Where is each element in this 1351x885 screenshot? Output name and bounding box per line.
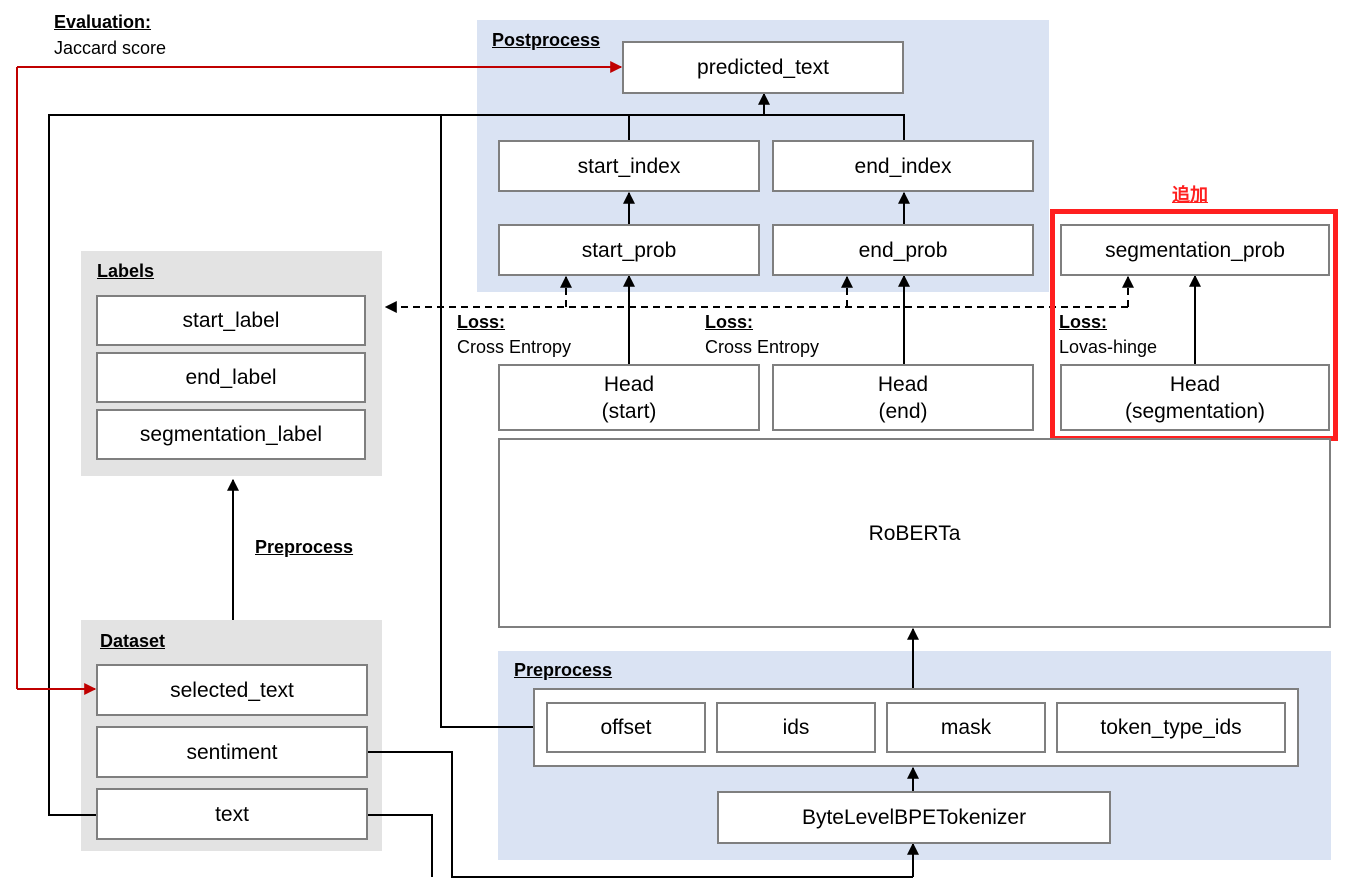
index-join-line [628, 114, 905, 140]
head-end-box: Head (end) [772, 364, 1034, 431]
head-start-line1: Head [603, 372, 655, 396]
end-index-box: end_index [772, 140, 1034, 192]
sentiment-box: sentiment [96, 726, 368, 778]
start-label-box: start_label [96, 295, 366, 346]
start-loss-name: Cross Entropy [457, 337, 572, 357]
end-prob-box: end_prob [772, 224, 1034, 276]
dataset-title: Dataset [100, 631, 166, 651]
preprocess-title: Preprocess [514, 660, 613, 680]
offset-to-predicted-line [440, 115, 533, 728]
head-segmentation-line1: Head [1169, 372, 1221, 396]
mask-box: mask [886, 702, 1046, 753]
head-end-line1: Head [877, 372, 929, 396]
evaluation-metric: Jaccard score [54, 38, 167, 58]
added-label: 追加 [1172, 185, 1208, 205]
tokenizer-box: ByteLevelBPETokenizer [717, 791, 1111, 844]
labels-title: Labels [97, 261, 155, 281]
sentiment-to-tokenizer-line [368, 751, 913, 878]
head-start-box: Head (start) [498, 364, 760, 431]
ids-box: ids [716, 702, 876, 753]
predicted-text-box: predicted_text [622, 41, 904, 94]
text-to-predicted-line [48, 114, 764, 816]
seg-loss-title: Loss: [1059, 312, 1108, 332]
end-label-box: end_label [96, 352, 366, 403]
token-type-ids-box: token_type_ids [1056, 702, 1286, 753]
start-index-box: start_index [498, 140, 760, 192]
end-loss-name: Cross Entropy [705, 337, 820, 357]
text-box: text [96, 788, 368, 840]
roberta-box: RoBERTa [498, 438, 1331, 628]
labels-preprocess-title: Preprocess [255, 537, 354, 557]
head-end-line2: (end) [878, 399, 928, 423]
segmentation-label-box: segmentation_label [96, 409, 366, 460]
selected-text-box: selected_text [96, 664, 368, 716]
head-start-line2: (start) [601, 399, 657, 423]
offset-box: offset [546, 702, 706, 753]
end-loss-title: Loss: [705, 312, 754, 332]
text-to-tokenizer-line [368, 814, 433, 877]
seg-loss-name: Lovas-hinge [1059, 337, 1158, 357]
head-segmentation-box: Head (segmentation) [1060, 364, 1330, 431]
start-loss-title: Loss: [457, 312, 506, 332]
head-segmentation-line2: (segmentation) [1124, 399, 1266, 423]
evaluation-title: Evaluation: [54, 12, 152, 32]
start-prob-box: start_prob [498, 224, 760, 276]
segmentation-prob-box: segmentation_prob [1060, 224, 1330, 276]
postprocess-title: Postprocess [492, 30, 601, 50]
